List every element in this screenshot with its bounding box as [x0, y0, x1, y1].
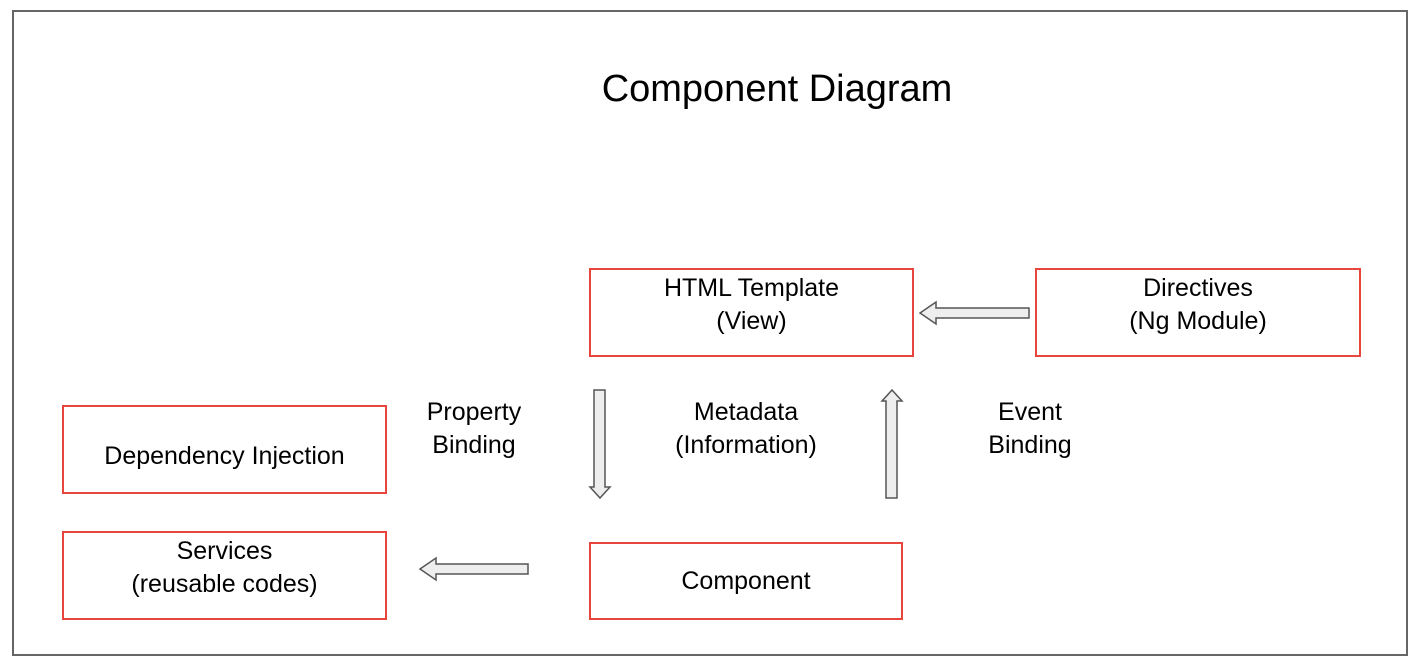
node-services: Services (reusable codes) — [62, 531, 387, 620]
node-services-line2: (reusable codes) — [131, 570, 318, 598]
label-event-binding: Event Binding — [960, 396, 1100, 462]
node-component: Component — [589, 542, 903, 620]
label-property-binding-line2: Binding — [432, 431, 516, 459]
label-property-binding: Property Binding — [404, 396, 544, 462]
label-event-binding-line2: Binding — [988, 431, 1072, 459]
node-dependency-injection: Dependency Injection — [62, 405, 387, 494]
node-directives: Directives (Ng Module) — [1035, 268, 1361, 357]
node-html-template-line1: HTML Template — [663, 274, 840, 302]
label-property-binding-line1: Property — [426, 398, 522, 426]
label-metadata: Metadata (Information) — [646, 396, 846, 462]
label-event-binding-line1: Event — [998, 398, 1062, 426]
node-html-template-line2: (View) — [716, 307, 787, 335]
node-html-template: HTML Template (View) — [589, 268, 914, 357]
node-directives-line1: Directives — [1143, 274, 1253, 302]
node-services-line1: Services — [176, 537, 273, 565]
diagram-title: Component Diagram — [601, 68, 953, 110]
label-metadata-line1: Metadata — [693, 398, 799, 426]
node-directives-line2: (Ng Module) — [1129, 307, 1267, 335]
label-metadata-line2: (Information) — [675, 431, 817, 459]
node-component-line1: Component — [681, 566, 811, 595]
node-dependency-injection-line1: Dependency Injection — [104, 442, 345, 470]
